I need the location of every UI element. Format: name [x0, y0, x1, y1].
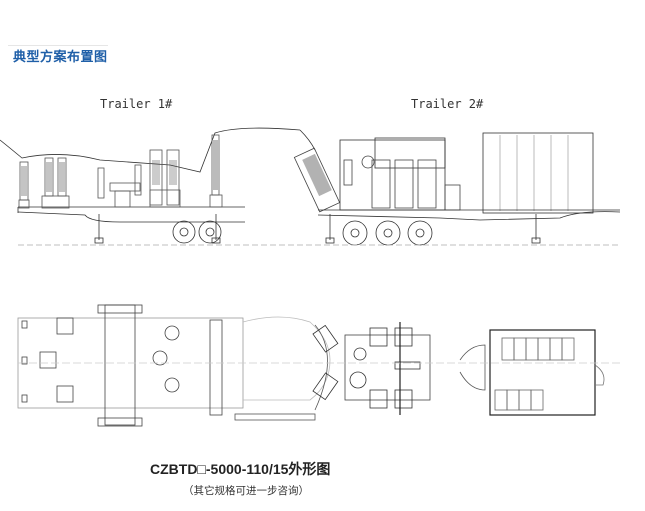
drawing-caption: CZBTD□-5000-110/15外形图 — [150, 461, 331, 477]
trailer-2-label: Trailer 2# — [411, 97, 484, 111]
trailer-2-elevation — [293, 129, 621, 246]
header-divider — [8, 45, 108, 46]
drawing-note: （其它规格可进一步咨询） — [183, 485, 309, 497]
plan-view — [17, 304, 620, 427]
trailer-1-elevation — [0, 127, 301, 244]
trailer-1-label: Trailer 1# — [100, 97, 173, 111]
page-title: 典型方案布置图 — [13, 49, 108, 64]
